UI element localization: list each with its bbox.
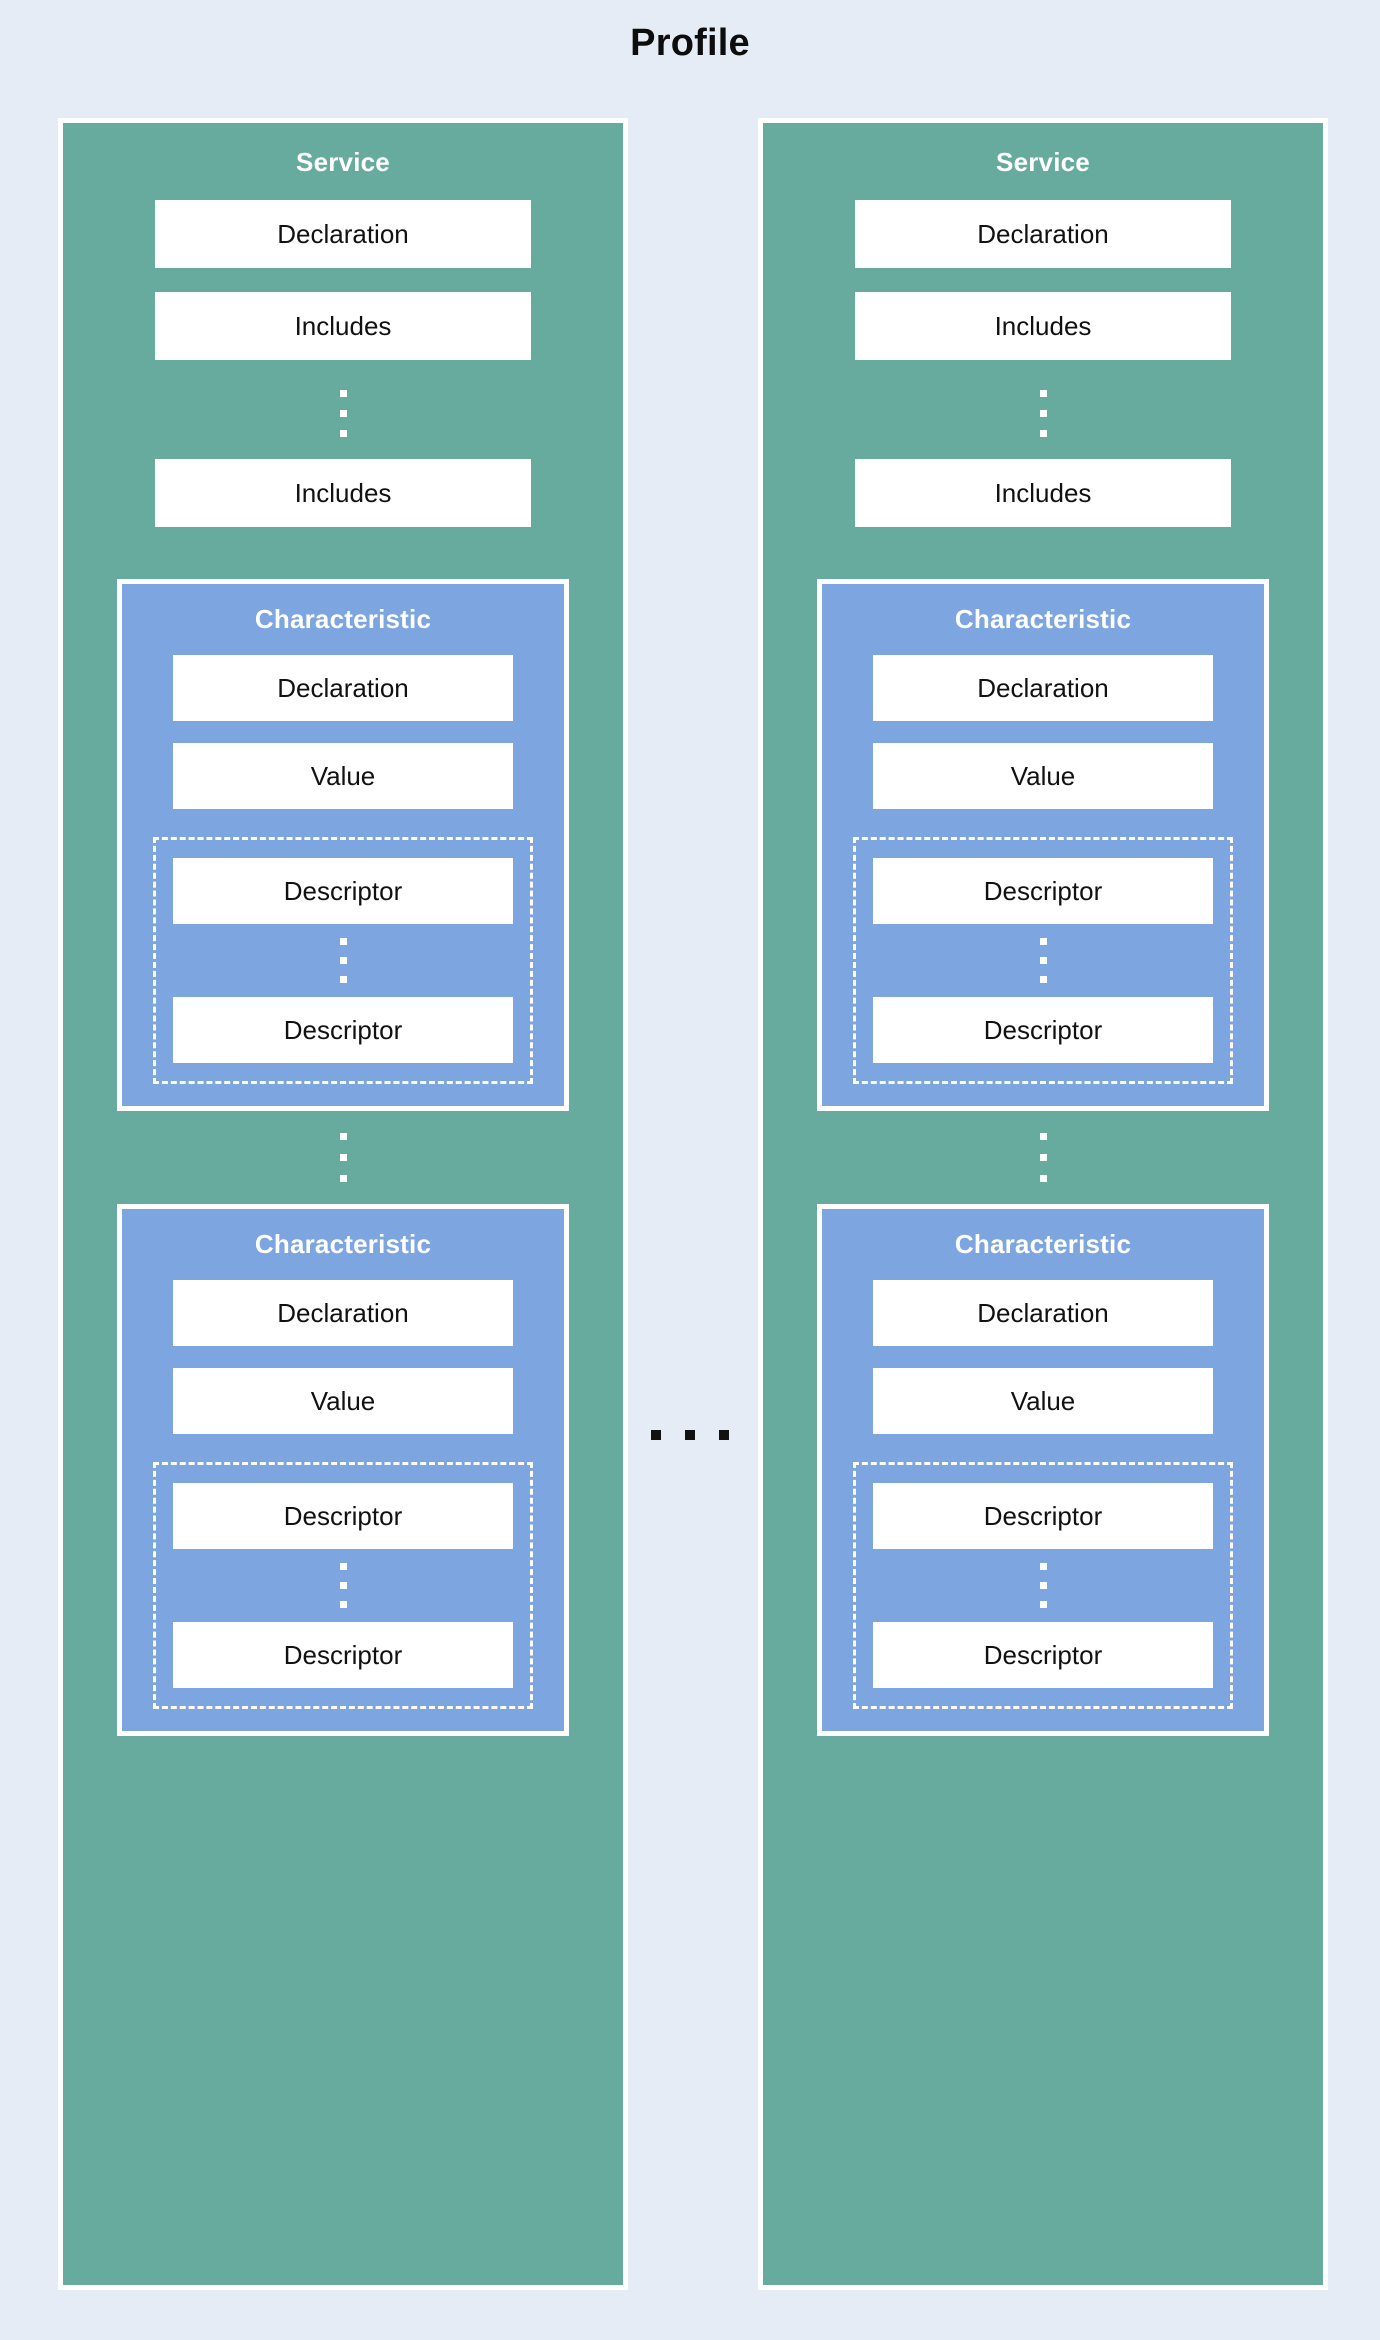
dot-icon [339, 976, 347, 983]
descriptor-group: Descriptor Descriptor [153, 1462, 533, 1709]
service-includes-box-last: Includes [155, 459, 531, 527]
descriptor-box-last: Descriptor [873, 1622, 1213, 1688]
dot-icon [1039, 430, 1047, 437]
descriptor-group: Descriptor Descriptor [153, 837, 533, 1084]
dot-icon [339, 1175, 347, 1182]
descriptor-box-first: Descriptor [173, 1483, 513, 1549]
service-box-left: Service Declaration Includes Includes Ch… [58, 118, 628, 2290]
vertical-ellipsis-icon-characteristics [339, 1133, 347, 1182]
page-title: Profile [630, 22, 750, 64]
dot-icon [1039, 957, 1047, 964]
service-columns: Service Declaration Includes Includes Ch… [58, 118, 1328, 2290]
descriptor-box-first: Descriptor [873, 858, 1213, 924]
service-includes-box-last: Includes [855, 459, 1231, 527]
dot-icon [339, 430, 347, 437]
dot-icon [1039, 410, 1047, 417]
service-title: Service [296, 147, 390, 177]
characteristic-value-box: Value [873, 1368, 1213, 1434]
descriptor-box-last: Descriptor [873, 997, 1213, 1063]
characteristic-declaration-box: Declaration [873, 655, 1213, 721]
characteristic-box-first: Characteristic Declaration Value Descrip… [117, 579, 569, 1111]
dot-icon [1039, 390, 1047, 397]
characteristic-declaration-box: Declaration [173, 1280, 513, 1346]
vertical-ellipsis-icon-descriptors [1039, 938, 1047, 983]
characteristic-value-box: Value [173, 1368, 513, 1434]
dot-icon [1039, 1175, 1047, 1182]
vertical-ellipsis-icon-descriptors [1039, 1563, 1047, 1608]
descriptor-box-first: Descriptor [873, 1483, 1213, 1549]
descriptor-box-last: Descriptor [173, 997, 513, 1063]
characteristic-box-last: Characteristic Declaration Value Descrip… [817, 1204, 1269, 1736]
service-title: Service [996, 147, 1090, 177]
dot-icon [339, 1601, 347, 1608]
characteristic-declaration-box: Declaration [173, 655, 513, 721]
vertical-ellipsis-icon-service-includes [339, 390, 347, 437]
dot-icon [1039, 976, 1047, 983]
service-box-right: Service Declaration Includes Includes Ch… [758, 118, 1328, 2290]
descriptor-group: Descriptor Descriptor [853, 1462, 1233, 1709]
service-includes-box-first: Includes [155, 292, 531, 360]
dot-icon [339, 1133, 347, 1140]
dot-icon [339, 957, 347, 964]
characteristic-declaration-box: Declaration [873, 1280, 1213, 1346]
descriptor-box-first: Descriptor [173, 858, 513, 924]
dot-icon [1039, 1154, 1047, 1161]
descriptor-group: Descriptor Descriptor [853, 837, 1233, 1084]
dot-icon [1039, 1601, 1047, 1608]
dot-icon [339, 410, 347, 417]
vertical-ellipsis-icon-service-includes [1039, 390, 1047, 437]
dot-icon [1039, 1563, 1047, 1570]
characteristic-value-box: Value [173, 743, 513, 809]
service-declaration-box: Declaration [855, 200, 1231, 268]
characteristic-title: Characteristic [954, 604, 1132, 634]
vertical-ellipsis-icon-characteristics [1039, 1133, 1047, 1182]
dot-icon [339, 1563, 347, 1570]
service-declaration-box: Declaration [155, 200, 531, 268]
dot-icon [1039, 938, 1047, 945]
vertical-ellipsis-icon-descriptors [339, 938, 347, 983]
dot-icon [339, 1154, 347, 1161]
characteristic-title: Characteristic [954, 1229, 1132, 1259]
characteristic-box-last: Characteristic Declaration Value Descrip… [117, 1204, 569, 1736]
dot-icon [339, 1582, 347, 1589]
characteristic-title: Characteristic [254, 1229, 432, 1259]
dot-icon [1039, 1582, 1047, 1589]
characteristic-value-box: Value [873, 743, 1213, 809]
descriptor-box-last: Descriptor [173, 1622, 513, 1688]
dot-icon [339, 938, 347, 945]
characteristic-title: Characteristic [254, 604, 432, 634]
dot-icon [1039, 1133, 1047, 1140]
dot-icon [339, 390, 347, 397]
service-includes-box-first: Includes [855, 292, 1231, 360]
vertical-ellipsis-icon-descriptors [339, 1563, 347, 1608]
characteristic-box-first: Characteristic Declaration Value Descrip… [817, 579, 1269, 1111]
